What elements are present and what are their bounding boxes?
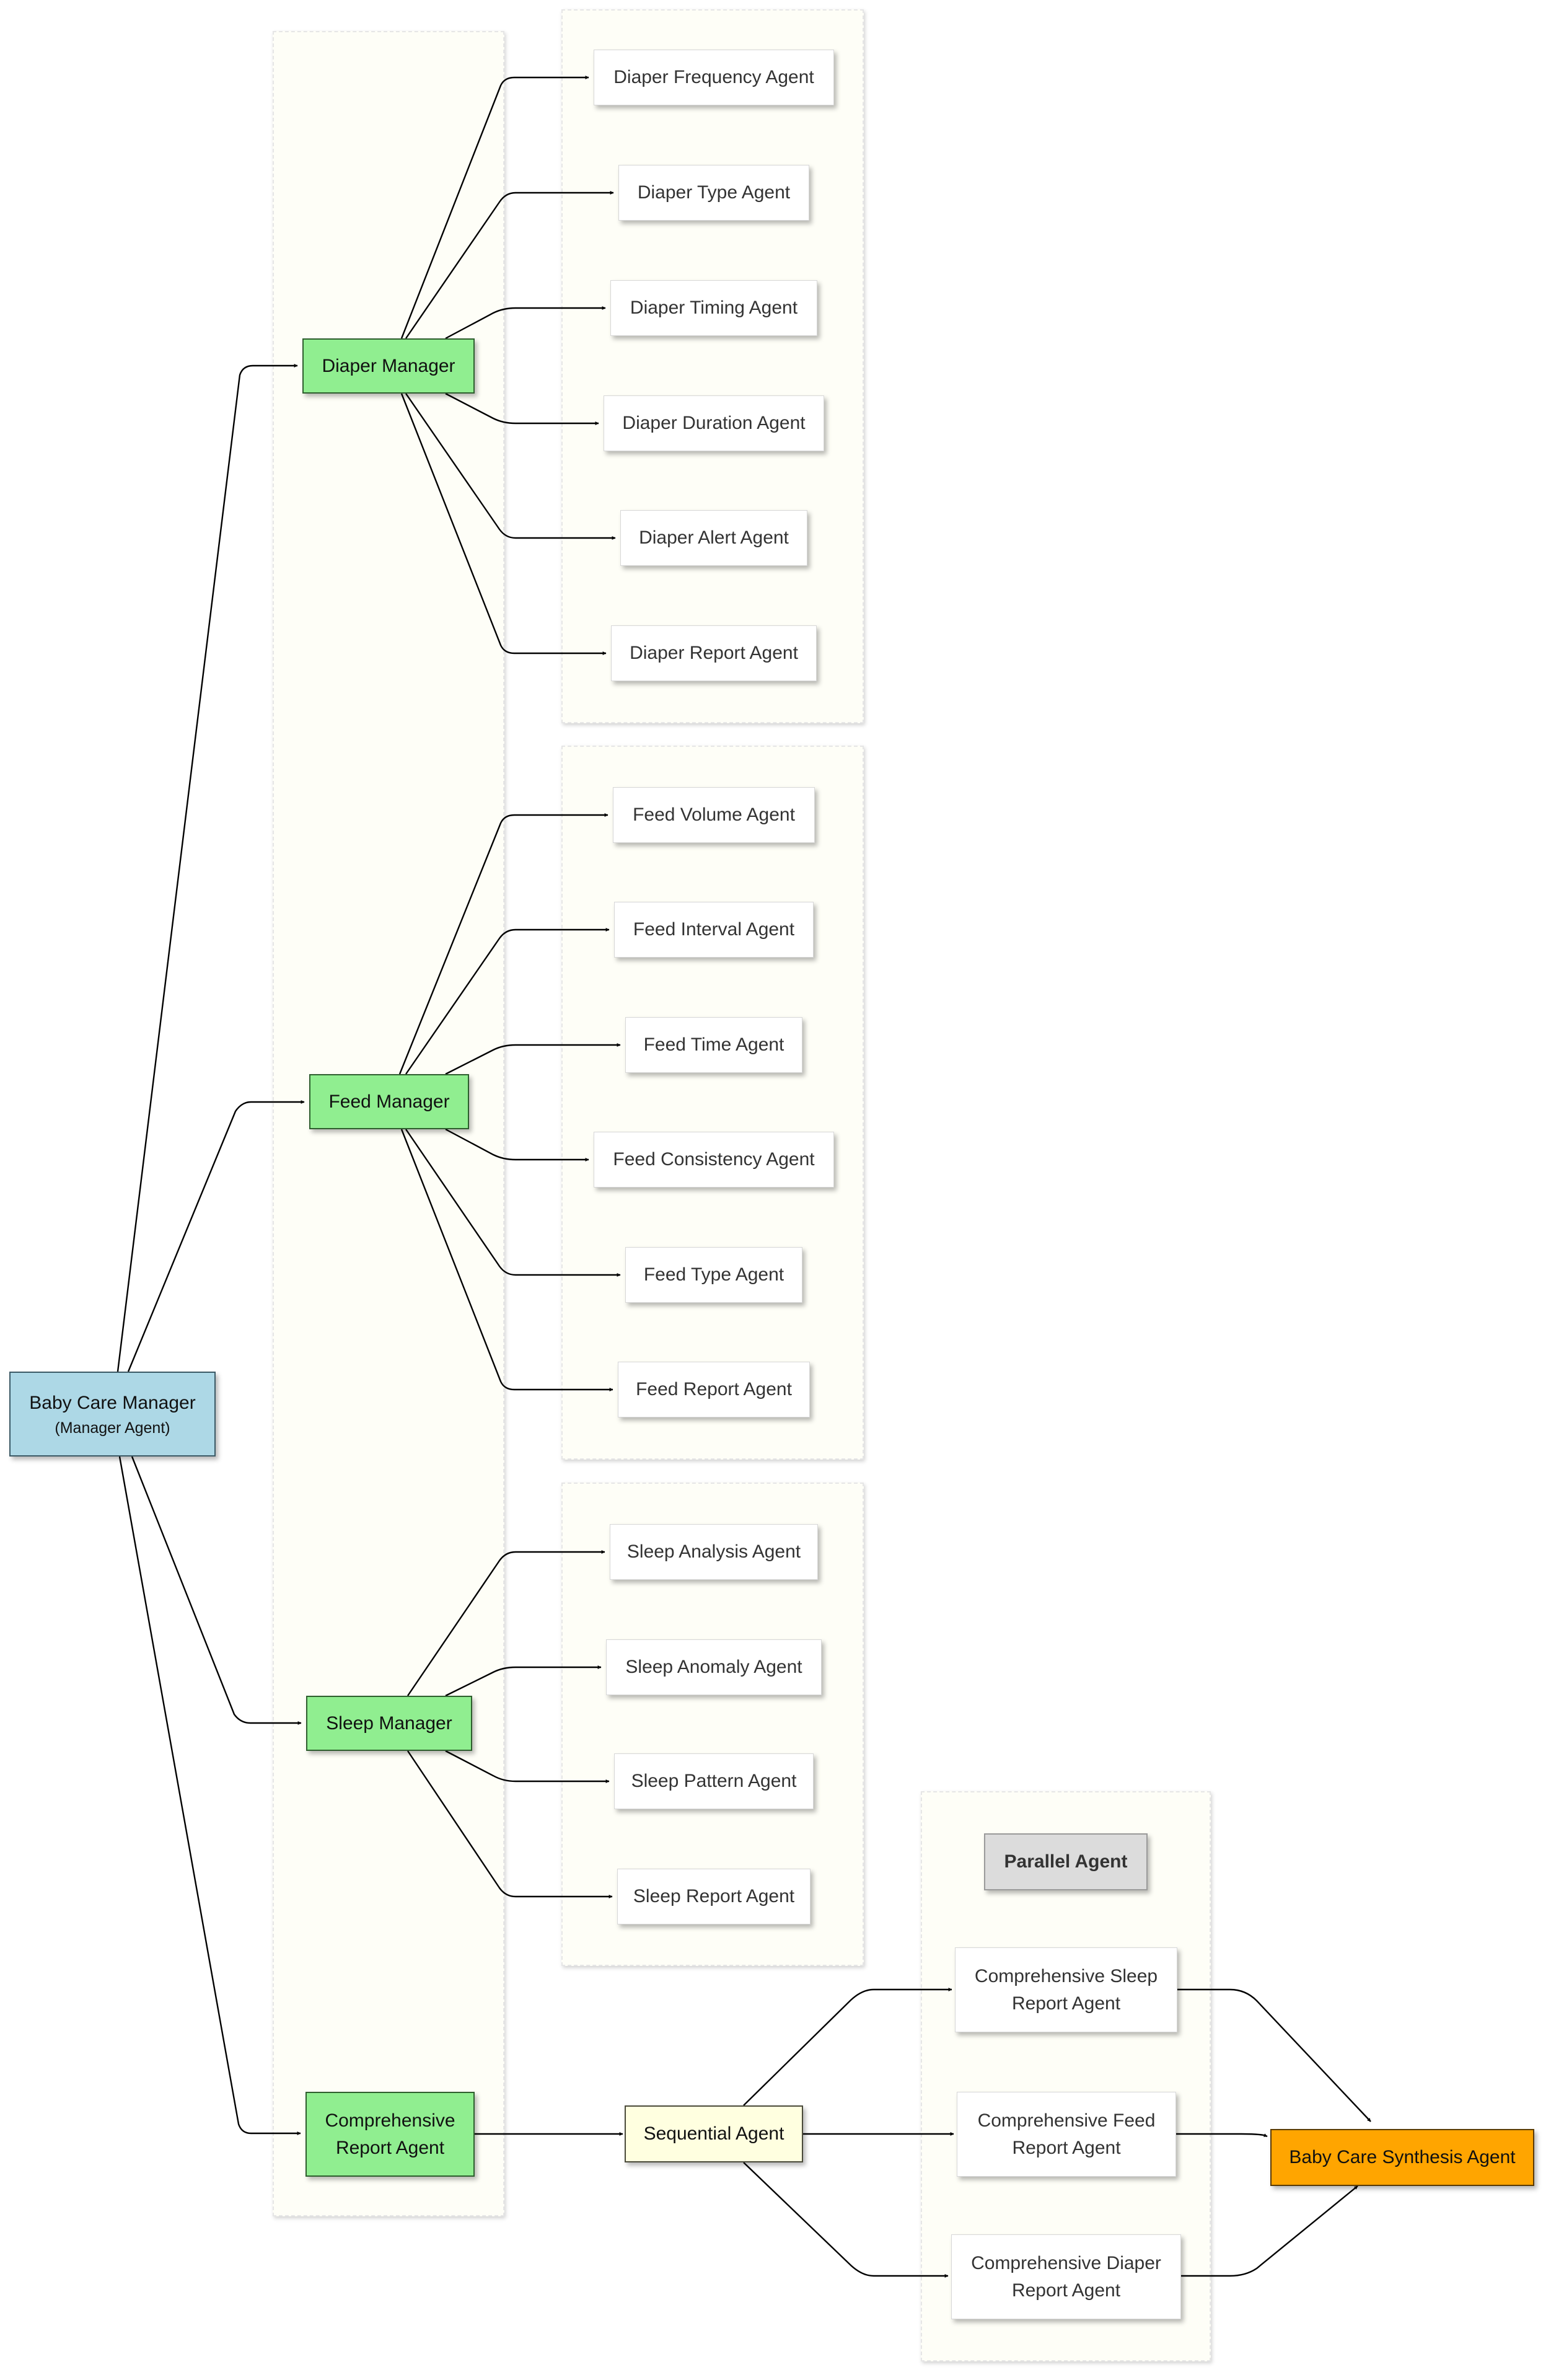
comprehensive-feed-line2: Report Agent — [1012, 2137, 1121, 2158]
baby-care-synthesis-agent-node[interactable]: Baby Care Synthesis Agent — [1270, 2129, 1534, 2186]
comprehensive-feed-report-agent-node[interactable]: Comprehensive Feed Report Agent — [957, 2092, 1176, 2177]
edge-seq-comp-diaper — [743, 2162, 949, 2278]
diaper-duration-agent-node[interactable]: Diaper Duration Agent — [604, 395, 824, 451]
edge-sleep-pattern — [445, 1750, 610, 1783]
edge-root-diaper-manager — [116, 364, 298, 1372]
baby-care-manager-subtitle: (Manager Agent) — [55, 1419, 170, 1437]
diaper-agents-cluster — [561, 9, 864, 723]
edge-root-sleep-manager — [131, 1456, 302, 1725]
edge-root-feed-manager — [127, 1100, 305, 1372]
sleep-report-agent-node[interactable]: Sleep Report Agent — [617, 1869, 811, 1924]
feed-manager-label: Feed Manager — [328, 1091, 450, 1112]
feed-interval-agent-node[interactable]: Feed Interval Agent — [614, 902, 814, 958]
feed-consistency-agent-label: Feed Consistency Agent — [613, 1149, 815, 1170]
sequential-agent-label: Sequential Agent — [643, 2123, 784, 2144]
edge-sleep-report — [407, 1750, 613, 1898]
diaper-frequency-agent-label: Diaper Frequency Agent — [613, 67, 814, 87]
sleep-analysis-agent-label: Sleep Analysis Agent — [626, 1541, 801, 1562]
baby-care-manager-title: Baby Care Manager — [29, 1392, 196, 1413]
edge-diaper-frequency — [400, 76, 589, 339]
comprehensive-diaper-line1: Comprehensive Diaper — [971, 2252, 1161, 2273]
edge-diaper-report — [400, 393, 607, 655]
edge-sleep-analysis — [407, 1550, 605, 1696]
sleep-pattern-agent-node[interactable]: Sleep Pattern Agent — [614, 1753, 814, 1809]
sleep-anomaly-agent-node[interactable]: Sleep Anomaly Agent — [606, 1639, 822, 1695]
sleep-report-agent-label: Sleep Report Agent — [633, 1886, 795, 1906]
edge-feed-volume — [398, 813, 609, 1075]
diaper-alert-agent-label: Diaper Alert Agent — [639, 527, 789, 548]
edge-root-comprehensive-report — [118, 1456, 301, 2135]
parallel-agent-label: Parallel Agent — [1004, 1851, 1128, 1872]
edge-diaper-timing — [445, 306, 606, 340]
edge-feed-type — [405, 1129, 621, 1277]
sleep-anomaly-agent-label: Sleep Anomaly Agent — [625, 1657, 802, 1677]
comprehensive-sleep-line1: Comprehensive Sleep — [974, 1965, 1158, 1986]
feed-volume-agent-node[interactable]: Feed Volume Agent — [613, 787, 815, 843]
feed-consistency-agent-node[interactable]: Feed Consistency Agent — [594, 1132, 834, 1188]
sleep-analysis-agent-node[interactable]: Sleep Analysis Agent — [610, 1524, 818, 1580]
sleep-manager-label: Sleep Manager — [326, 1712, 452, 1734]
feed-volume-agent-label: Feed Volume Agent — [633, 804, 795, 825]
baby-care-synthesis-agent-label: Baby Care Synthesis Agent — [1289, 2147, 1516, 2167]
comprehensive-report-agent-line2: Report Agent — [335, 2137, 445, 2158]
feed-manager-node[interactable]: Feed Manager — [309, 1074, 469, 1129]
diaper-type-agent-node[interactable]: Diaper Type Agent — [618, 165, 809, 221]
feed-report-agent-label: Feed Report Agent — [636, 1379, 792, 1399]
feed-type-agent-node[interactable]: Feed Type Agent — [625, 1247, 802, 1303]
edge-feed-time — [445, 1043, 621, 1075]
parallel-agent-node[interactable]: Parallel Agent — [984, 1833, 1148, 1890]
edge-sleep-anomaly — [445, 1665, 602, 1697]
diaper-duration-agent-label: Diaper Duration Agent — [622, 413, 806, 433]
sequential-agent-node[interactable]: Sequential Agent — [625, 2105, 803, 2162]
edge-comp-feed-synthesis — [1176, 2133, 1268, 2138]
comprehensive-report-agent-line1: Comprehensive — [325, 2110, 455, 2131]
diaper-report-agent-node[interactable]: Diaper Report Agent — [611, 625, 817, 681]
edge-feed-consistency — [445, 1128, 589, 1161]
diaper-alert-agent-node[interactable]: Diaper Alert Agent — [620, 510, 807, 566]
edge-diaper-duration — [445, 392, 599, 425]
feed-interval-agent-label: Feed Interval Agent — [633, 919, 795, 940]
edge-diaper-type — [405, 191, 614, 339]
sleep-manager-node[interactable]: Sleep Manager — [306, 1696, 472, 1751]
comprehensive-feed-line1: Comprehensive Feed — [977, 2110, 1156, 2131]
baby-care-manager-node[interactable]: Baby Care Manager (Manager Agent) — [9, 1372, 216, 1457]
diaper-frequency-agent-node[interactable]: Diaper Frequency Agent — [594, 50, 834, 105]
comprehensive-sleep-report-agent-node[interactable]: Comprehensive Sleep Report Agent — [955, 1947, 1177, 2032]
edge-comp-diaper-synthesis — [1181, 2185, 1358, 2277]
comprehensive-diaper-line2: Report Agent — [1011, 2280, 1121, 2301]
sleep-pattern-agent-label: Sleep Pattern Agent — [631, 1771, 797, 1791]
comprehensive-sleep-line2: Report Agent — [1011, 1993, 1121, 2014]
feed-report-agent-node[interactable]: Feed Report Agent — [618, 1362, 810, 1417]
diaper-timing-agent-label: Diaper Timing Agent — [630, 298, 798, 318]
diaper-timing-agent-node[interactable]: Diaper Timing Agent — [610, 280, 817, 336]
diaper-manager-node[interactable]: Diaper Manager — [302, 338, 475, 394]
edge-feed-report — [400, 1129, 613, 1391]
feed-type-agent-label: Feed Type Agent — [643, 1264, 784, 1285]
edge-diaper-alert — [405, 393, 616, 540]
edge-comp-sleep-synthesis — [1177, 1988, 1371, 2122]
feed-time-agent-node[interactable]: Feed Time Agent — [625, 1017, 802, 1073]
diaper-report-agent-label: Diaper Report Agent — [630, 643, 798, 663]
comprehensive-report-agent-node[interactable]: Comprehensive Report Agent — [305, 2092, 475, 2177]
diaper-manager-label: Diaper Manager — [322, 355, 455, 376]
feed-time-agent-label: Feed Time Agent — [643, 1034, 784, 1055]
diaper-type-agent-label: Diaper Type Agent — [637, 182, 791, 203]
edge-seq-comp-sleep — [743, 1988, 952, 2106]
edge-feed-interval — [405, 928, 610, 1075]
comprehensive-diaper-report-agent-node[interactable]: Comprehensive Diaper Report Agent — [951, 2234, 1181, 2319]
feed-agents-cluster — [561, 746, 864, 1460]
